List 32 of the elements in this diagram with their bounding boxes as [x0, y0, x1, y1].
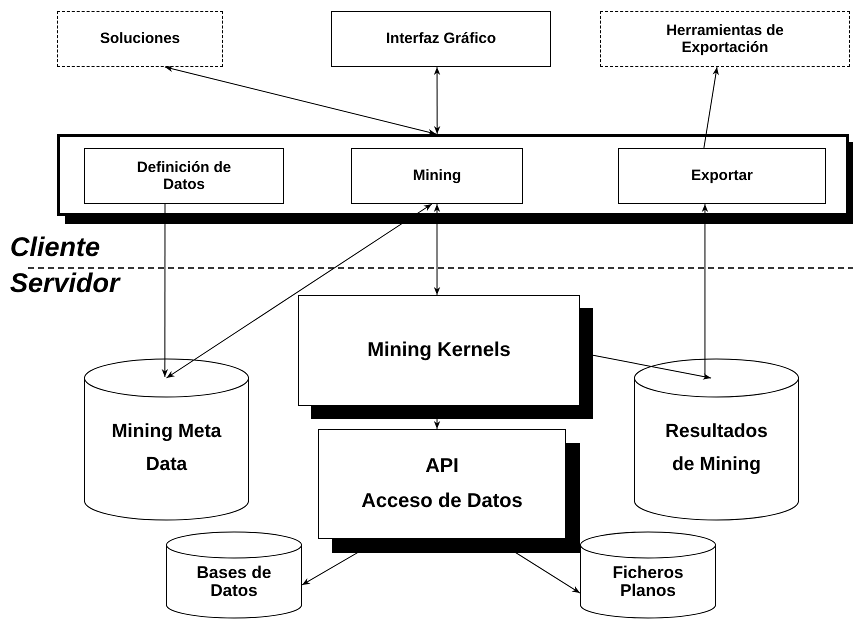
node-label: Resultados de Mining — [664, 420, 769, 476]
arrow — [166, 204, 432, 378]
node-label: Bases de Datos — [196, 564, 272, 600]
process-box — [351, 148, 523, 204]
process-box — [57, 11, 223, 67]
node-label: Herramientas de Exportación — [665, 22, 785, 56]
node-label: Acceso de Datos — [360, 490, 524, 513]
arrow — [702, 204, 708, 378]
node-label: Soluciones — [98, 30, 182, 48]
database-cylinder — [166, 532, 302, 618]
database-cylinder — [634, 359, 799, 520]
process-box — [618, 148, 826, 204]
tier-label: Servidor — [10, 270, 120, 297]
tier-label: Cliente — [10, 234, 100, 261]
database-cylinder — [84, 359, 249, 520]
node-label: Mining Kernels — [366, 339, 512, 362]
node-label: Mining — [412, 167, 462, 185]
process-box — [331, 11, 551, 67]
arrow — [434, 204, 440, 296]
node-label: Mining Meta Data — [110, 420, 222, 476]
node-label: API — [424, 455, 460, 478]
process-box — [84, 148, 284, 204]
node-label: Interfaz Gráfico — [384, 30, 498, 48]
node-label: Ficheros Planos — [612, 564, 684, 600]
database-cylinder — [580, 532, 716, 618]
arrow — [164, 66, 436, 136]
arrow — [162, 204, 168, 378]
arrow — [703, 66, 719, 148]
node-label: Exportar — [690, 167, 754, 185]
node-label: Definición de Datos — [136, 158, 232, 194]
process-box — [600, 11, 850, 67]
arrow — [434, 66, 440, 134]
